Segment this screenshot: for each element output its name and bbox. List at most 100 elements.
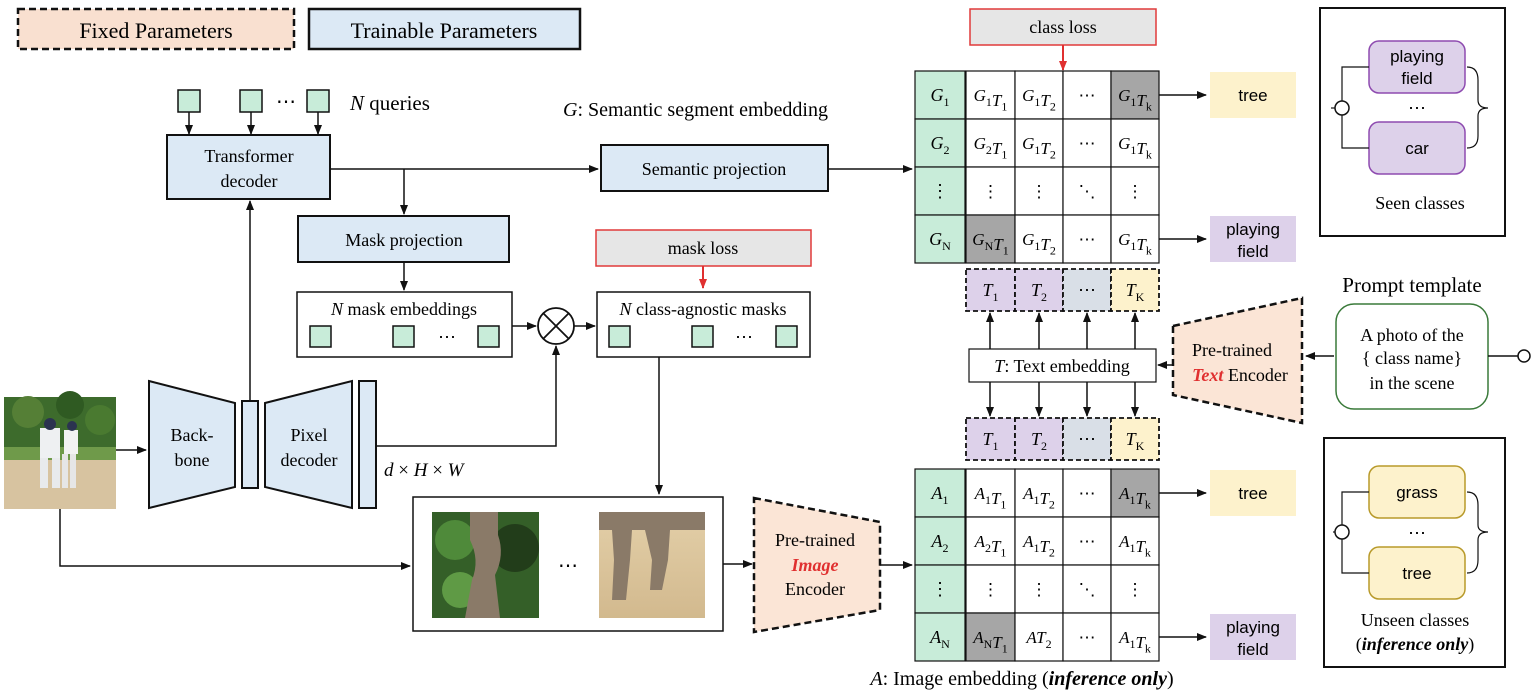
mask-embeddings: N mask embeddings ⋯: [296, 291, 513, 358]
unseen-classes-panel: grass ⋯ tree Unseen classes (inference o…: [1323, 437, 1506, 668]
a-matrix-output-label: tree: [1238, 484, 1267, 503]
a-matrix-cell: [1014, 516, 1064, 566]
g-matrix-cell: [1110, 166, 1160, 216]
a-matrix-row-label-text: A2: [931, 531, 949, 555]
g-matrix-row-label-text: GN: [929, 229, 951, 253]
backbone-line2: bone: [175, 450, 210, 470]
g-matrix-cell: [1014, 70, 1064, 120]
mask-square: [691, 325, 714, 348]
query-square: [306, 89, 330, 113]
text-embedding-cell: [965, 417, 1016, 461]
input-image: [4, 391, 116, 509]
class-agnostic-masks: N class-agnostic masks ⋯: [596, 291, 811, 358]
a-matrix-cell-text: A1T2: [1022, 484, 1055, 512]
prompt-template-title: Prompt template: [1342, 273, 1481, 297]
g-matrix-cell: [1014, 118, 1064, 168]
pixel-decoder-line2: decoder: [281, 450, 338, 470]
g-matrix-output-box: [1210, 216, 1296, 262]
pixel-feature-bar: [358, 380, 377, 509]
dims-label: d × H × W: [384, 460, 466, 481]
legend-fixed-label: Fixed Parameters: [79, 18, 232, 43]
text-embedding-cell: [1014, 268, 1064, 312]
mask-loss: mask loss: [595, 229, 812, 289]
class-loss: class loss: [969, 8, 1157, 71]
legend-trainable-label: Trainable Parameters: [351, 18, 538, 43]
crop-tree: [432, 512, 539, 618]
text-embedding-cell-text: T1: [982, 280, 998, 304]
a-matrix-cell: [1062, 564, 1112, 614]
semantic-projection-label: Semantic projection: [642, 159, 786, 179]
unseen-caption-line1: Unseen classes: [1361, 610, 1469, 630]
queries-dots: ⋯: [276, 91, 296, 113]
a-matrix-cell-text: ⋮: [1127, 580, 1144, 599]
queries: ⋯ N queries: [177, 89, 430, 135]
query-square: [239, 89, 263, 113]
legend-fixed: Fixed Parameters: [16, 7, 296, 51]
a-matrix-cell: [1014, 612, 1064, 662]
matrix-multiply-symbol: [537, 307, 575, 345]
text-embedding-arrows: [986, 312, 1139, 417]
pixel-decoder-line1: Pixel: [290, 425, 327, 445]
g-matrix-row-label: [914, 118, 966, 168]
unseen-brace: [1466, 491, 1489, 574]
unseen-classes-dots: ⋯: [1408, 523, 1426, 543]
g-matrix-cell: [1110, 214, 1160, 264]
g-matrix-cell-text: ⋯: [1079, 134, 1096, 153]
g-matrix-row-label: [914, 166, 966, 216]
image-encoder-line1: Pre-trained: [775, 530, 855, 550]
semantic-projection: Semantic projection: [600, 144, 829, 192]
embedding-square: [309, 325, 332, 348]
g-matrix-cell: [1062, 166, 1112, 216]
arrow-pixel-to-multiply: [376, 345, 560, 447]
a-matrix-row-label: [914, 612, 966, 662]
mask-square: [775, 325, 798, 348]
a-matrix-cell-text: A1T1: [974, 484, 1007, 512]
text-embedding-cell: [1110, 417, 1160, 461]
g-matrix-cell-text: ⋱: [1079, 182, 1096, 201]
image-encoder: Pre-trained Image Encoder: [752, 496, 882, 634]
class-loss-label: class loss: [1029, 17, 1097, 37]
g-matrix-cell-text: G1Tk: [1118, 230, 1152, 258]
g-matrix-cell-text: ⋮: [1031, 182, 1048, 201]
a-matrix-cell-text: A1T2: [1022, 532, 1055, 560]
prompt-line3: in the scene: [1370, 373, 1455, 393]
embedding-square: [477, 325, 500, 348]
seen-classes-dots: ⋯: [1408, 98, 1426, 118]
image-encoder-line3: Encoder: [785, 579, 845, 599]
a-matrix-cell: [1110, 516, 1160, 566]
a-matrix-cell: [965, 468, 1016, 518]
text-embedding-label: T: Text embedding: [994, 356, 1129, 376]
g-matrix-cell-text: G1T2: [1022, 134, 1056, 162]
g-matrix-cell-text: ⋯: [1079, 86, 1096, 105]
embedding-square: [392, 325, 415, 348]
text-embedding-cell-text: ⋯: [1078, 280, 1096, 300]
g-matrix-cell-text: ⋯: [1079, 230, 1096, 249]
g-matrix-row-label-text: G2: [931, 133, 950, 157]
legend-trainable: Trainable Parameters: [307, 7, 582, 51]
a-matrix-cell-text: ⋱: [1079, 580, 1096, 599]
seen-brace: [1466, 66, 1489, 149]
unseen-port: [1334, 524, 1350, 540]
text-embedding-cell-text: ⋯: [1078, 429, 1096, 449]
g-matrix-cell-text: G1T1: [974, 86, 1008, 114]
text-encoder: Pre-trained Text Encoder: [1171, 296, 1304, 425]
g-matrix-cell: [965, 118, 1016, 168]
g-matrix-cell: [1062, 214, 1112, 264]
g-matrix-cell-text: G1T2: [1022, 230, 1056, 258]
g-matrix-cell-text: GNT1: [972, 230, 1008, 258]
mask-projection-label: Mask projection: [345, 230, 462, 250]
a-matrix-cell-text: ⋮: [982, 580, 999, 599]
a-matrix-cell-text: ⋯: [1079, 484, 1096, 503]
g-matrix-row-label-text: ⋮: [931, 181, 949, 201]
unseen-class-label: grass: [1396, 483, 1438, 502]
a-matrix-cell-text: AT2: [1025, 628, 1051, 651]
a-matrix-cell: [1110, 612, 1160, 662]
mask-embeddings-dots: ⋯: [438, 327, 456, 347]
mask-loss-label: mask loss: [668, 238, 739, 258]
g-matrix-output-box: [1210, 72, 1296, 118]
a-matrix-output-label: playing: [1226, 618, 1280, 637]
masked-crops: ⋯: [412, 496, 724, 632]
prompt-line1: A photo of the: [1360, 325, 1464, 345]
